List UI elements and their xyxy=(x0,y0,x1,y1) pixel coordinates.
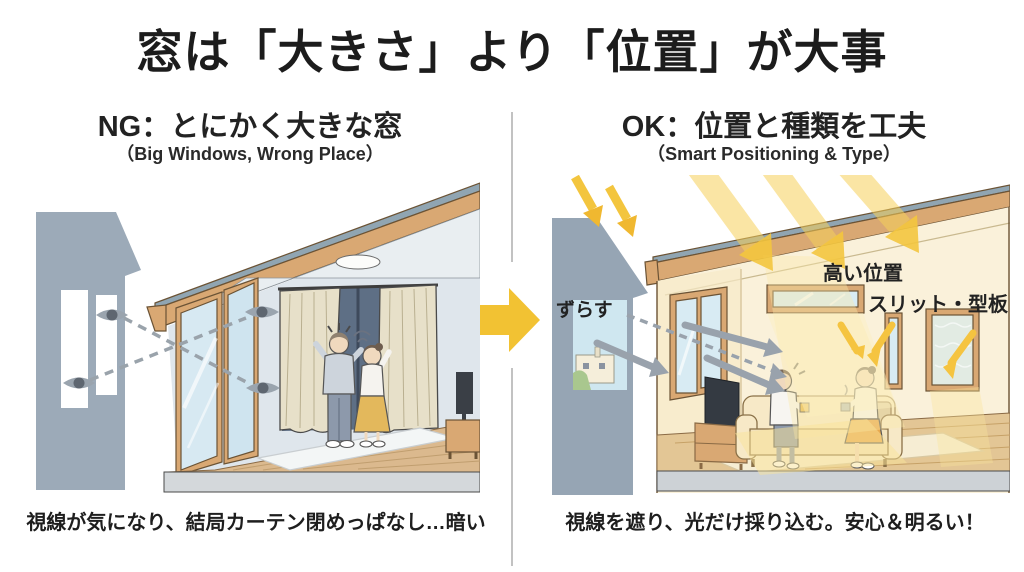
dashed-gaze-line xyxy=(89,316,251,386)
sunlight-wash xyxy=(735,255,993,475)
neighbor-house xyxy=(552,218,648,495)
neighbor-window xyxy=(61,290,88,408)
right-arrow-icon xyxy=(478,288,540,352)
eye-icon xyxy=(245,306,279,318)
curtain-rail xyxy=(277,283,439,291)
ng-heading: NG：とにかく大きな窓 xyxy=(97,111,403,143)
gray-gaze-arrow-icon xyxy=(593,313,787,395)
eye-icon xyxy=(246,382,280,394)
light-bounce-arrows xyxy=(837,321,977,367)
foundation xyxy=(163,471,480,493)
sun-ray-arrow-icon xyxy=(571,175,977,379)
surprise-marks xyxy=(793,362,806,375)
sigh-mark xyxy=(353,330,371,343)
panel-divider-top xyxy=(511,112,513,262)
panel-divider-bottom xyxy=(511,368,513,566)
high-slit-window xyxy=(766,284,865,314)
ok-caption: 視線を遮り、光だけ採り込む。安心＆明るい！ xyxy=(565,512,985,534)
tv-stand xyxy=(445,419,480,453)
neighbor-house xyxy=(36,212,141,490)
eye-icon xyxy=(96,309,128,321)
ceiling-light xyxy=(335,254,381,270)
illustration-ng-big-windows xyxy=(36,182,480,493)
surprise-marks xyxy=(327,323,351,333)
glass-door xyxy=(175,277,259,477)
eye-icons xyxy=(63,306,280,394)
curtained-window xyxy=(277,283,439,434)
tv-stand xyxy=(694,422,748,464)
person-man xyxy=(313,323,364,449)
label-high-position: 高い位置 xyxy=(823,263,903,285)
ng-caption: 視線が気になり、結局カーテン閉めっぱなし…暗い xyxy=(26,512,486,534)
dashed-gaze-line xyxy=(626,313,774,373)
tv xyxy=(694,376,748,470)
illustration-ok-smart-windows xyxy=(552,175,1010,495)
ng-subheading: （Big Windows, Wrong Place） xyxy=(116,144,384,164)
ok-subheading: （Smart Positioning & Type） xyxy=(647,144,901,164)
tv xyxy=(445,372,480,459)
label-shift-window: ずらす xyxy=(556,300,613,321)
foundation xyxy=(656,470,1010,492)
frosted-window xyxy=(925,308,980,392)
label-slit-frosted: スリット・型板 xyxy=(868,294,1008,316)
neighbor-window-view xyxy=(573,300,627,390)
page-title: 窓は「大きさ」より「位置」が大事 xyxy=(136,26,888,78)
steam-mark xyxy=(844,384,848,396)
ok-heading: OK：位置と種類を工夫 xyxy=(621,111,927,143)
person-woman xyxy=(353,330,392,448)
eye-icon xyxy=(63,377,95,389)
